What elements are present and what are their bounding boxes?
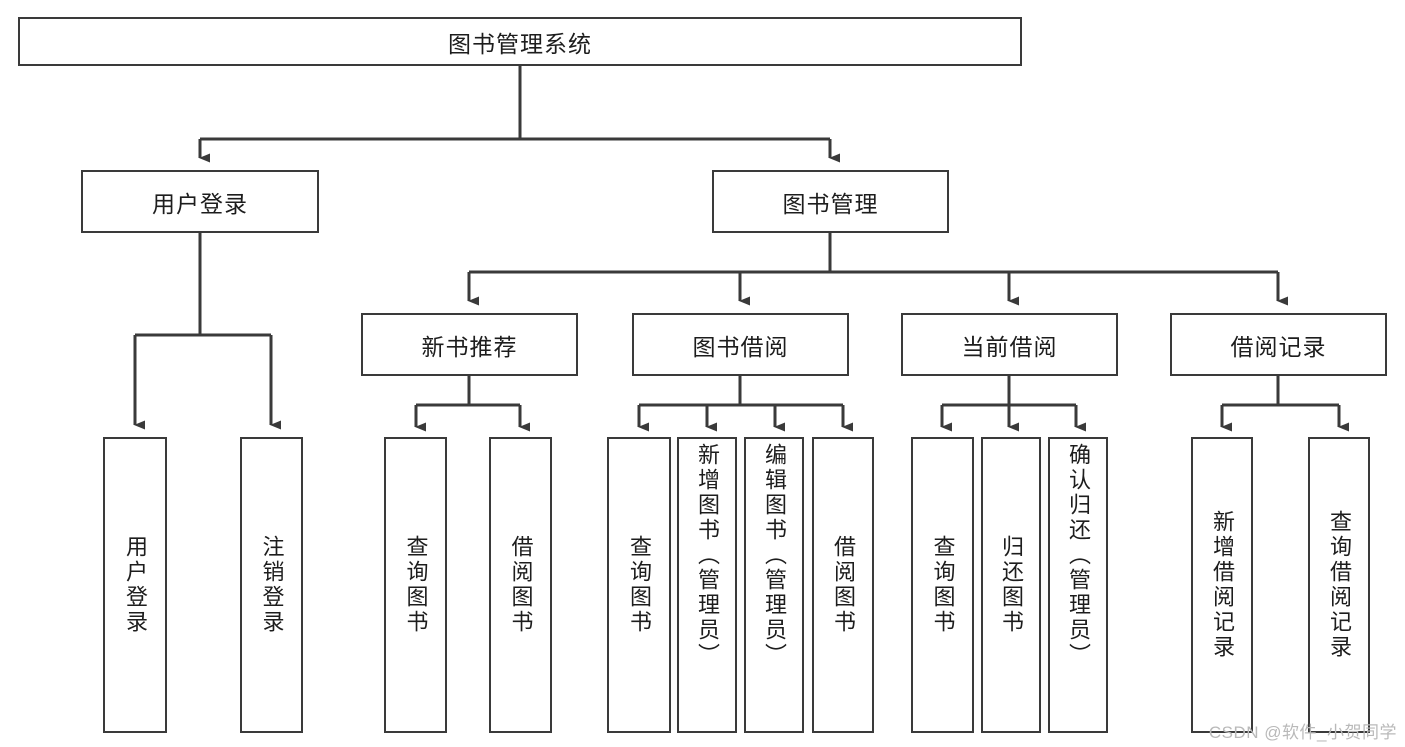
node-label: 用户登录 [123,535,148,635]
node-label: 新增图书（管理员） [695,443,720,668]
node-label: 归还图书 [999,535,1024,635]
leaf-currentborrow-return-book[interactable]: 归还图书 [981,437,1041,733]
leaf-borrowrecords-query-record[interactable]: 查询借阅记录 [1308,437,1370,733]
leaf-currentborrow-confirm-return-admin[interactable]: 确认归还（管理员） [1048,437,1108,733]
node-label: 注销登录 [259,535,285,635]
node-label: 当前借阅 [961,333,1058,360]
leaf-bookborrow-add-book-admin[interactable]: 新增图书（管理员） [677,437,737,733]
node-book-borrow[interactable]: 图书借阅 [632,313,849,376]
leaf-newbook-query-book[interactable]: 查询图书 [384,437,447,733]
node-label: 查询图书 [403,535,429,635]
leaf-newbook-borrow-book[interactable]: 借阅图书 [489,437,552,733]
leaf-borrowrecords-add-record[interactable]: 新增借阅记录 [1191,437,1253,733]
node-user-login[interactable]: 用户登录 [81,170,319,233]
node-label: 图书管理 [782,190,879,217]
leaf-user-login-signin[interactable]: 用户登录 [103,437,167,733]
leaf-currentborrow-query-book[interactable]: 查询图书 [911,437,974,733]
node-label: 确认归还（管理员） [1066,443,1091,668]
node-label: 借阅图书 [831,535,856,635]
node-root-book-management-system[interactable]: 图书管理系统 [18,17,1022,66]
node-label: 借阅记录 [1230,333,1327,360]
leaf-bookborrow-edit-book-admin[interactable]: 编辑图书（管理员） [744,437,804,733]
node-label: 用户登录 [152,190,248,217]
leaf-user-login-signout[interactable]: 注销登录 [240,437,303,733]
node-book-management[interactable]: 图书管理 [712,170,949,233]
node-borrow-records[interactable]: 借阅记录 [1170,313,1387,376]
node-label: 查询图书 [627,535,652,635]
node-label: 新增借阅记录 [1210,510,1235,660]
csdn-watermark: CSDN @软件_小贺同学 [1208,723,1397,742]
node-label: 借阅图书 [508,535,534,635]
node-label: 图书管理系统 [448,30,592,57]
node-label: 图书借阅 [692,333,789,360]
node-label: 编辑图书（管理员） [762,443,787,668]
node-current-borrow[interactable]: 当前借阅 [901,313,1118,376]
node-label: 查询借阅记录 [1327,510,1352,660]
node-new-book-recommend[interactable]: 新书推荐 [361,313,578,376]
leaf-bookborrow-query-book[interactable]: 查询图书 [607,437,671,733]
node-label: 新书推荐 [421,333,518,360]
node-label: 查询图书 [930,535,956,635]
leaf-bookborrow-borrow-book[interactable]: 借阅图书 [812,437,874,733]
